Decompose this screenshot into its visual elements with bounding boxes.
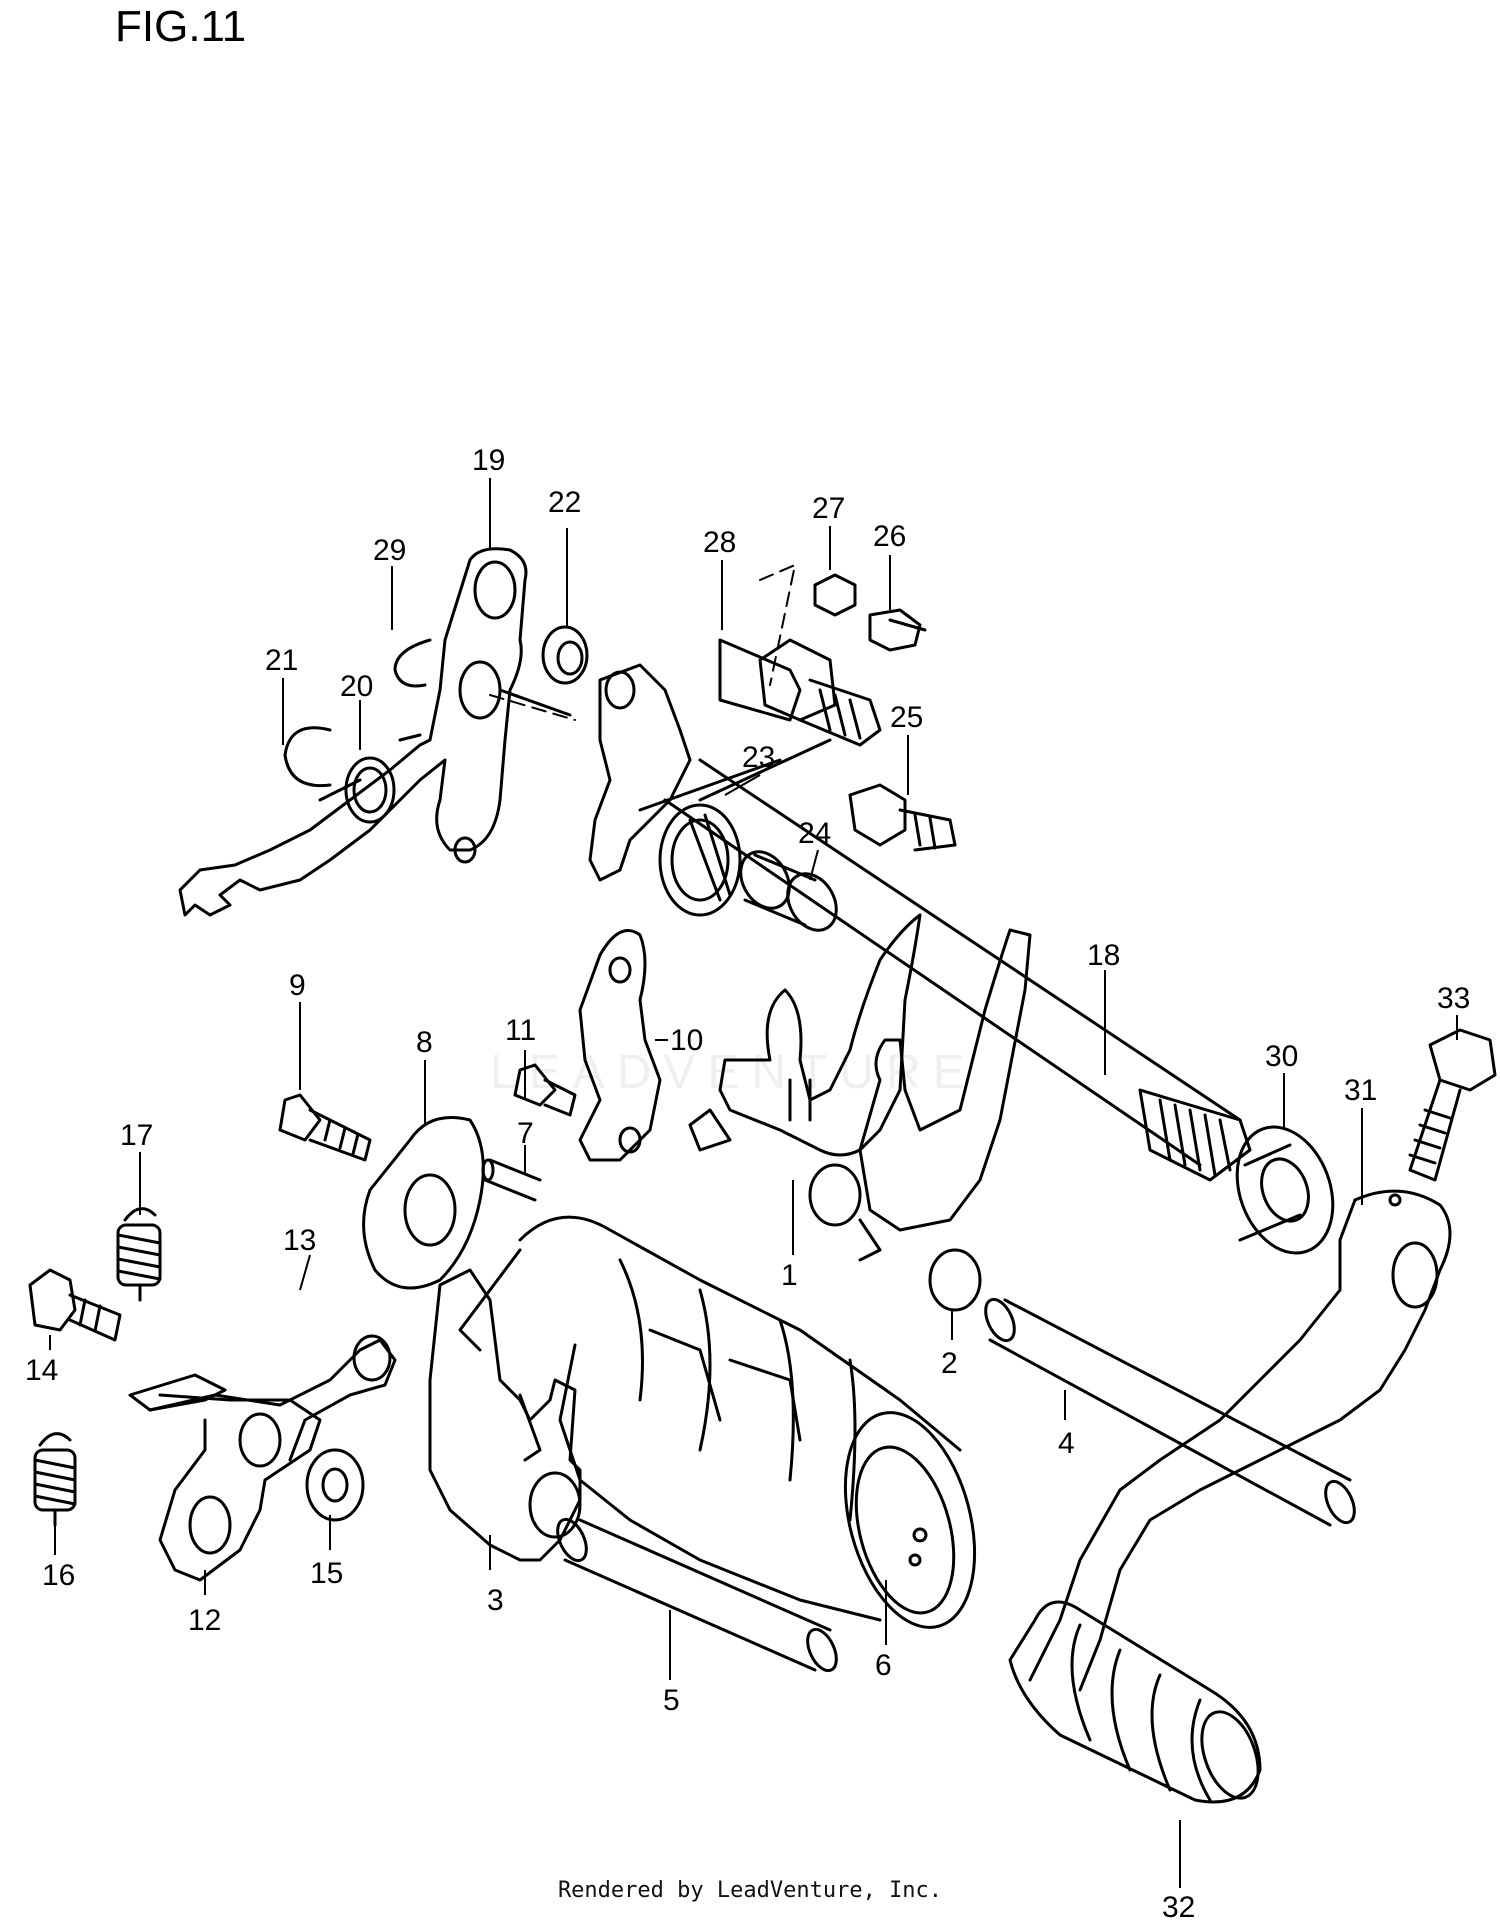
- callout-22: 22: [548, 486, 581, 519]
- part-bolt-25: [850, 785, 955, 850]
- callout-30: 30: [1265, 1040, 1298, 1073]
- part-sleeve: [731, 843, 846, 939]
- callout-29: 29: [373, 534, 406, 567]
- part-arm-13: [150, 1336, 395, 1466]
- footer-credit: Rendered by LeadVenture, Inc.: [557, 1878, 943, 1903]
- part-shift-lever: [1030, 1191, 1450, 1690]
- callout-15: 15: [310, 1557, 343, 1590]
- callout-7: 7: [517, 1117, 534, 1150]
- part-bolt-33: [1410, 1030, 1495, 1180]
- callout-23: 23: [742, 741, 775, 774]
- callout-33: 33: [1437, 982, 1470, 1015]
- callout-10: 10: [670, 1024, 703, 1057]
- callout-25: 25: [890, 701, 923, 734]
- callout-labels: 1 2 3 4 5 6 7 8 9 10 11 12 13 14 15 16 1…: [25, 444, 1470, 1923]
- part-bolt-26: [870, 610, 925, 650]
- callout-13: 13: [283, 1224, 316, 1257]
- watermark-text: LEADVENTURE: [490, 1046, 977, 1099]
- callout-1: 1: [781, 1259, 798, 1292]
- part-lever-grip: [1010, 1602, 1269, 1806]
- callout-3: 3: [487, 1584, 504, 1617]
- callout-21: 21: [265, 644, 298, 677]
- callout-27: 27: [812, 492, 845, 525]
- part-cam-plate: [364, 1118, 484, 1289]
- part-arm-spring: [320, 735, 420, 822]
- callout-32: 32: [1162, 1891, 1195, 1923]
- part-circlip-29: [395, 640, 430, 686]
- part-washer-15: [307, 1450, 363, 1520]
- part-bearing-30: [1220, 1114, 1349, 1267]
- part-cam-stopper: [590, 665, 830, 915]
- part-shift-shaft: [665, 760, 1250, 1180]
- callout-14: 14: [25, 1354, 58, 1387]
- callout-6: 6: [875, 1649, 892, 1682]
- part-shift-fork-2: [860, 930, 1030, 1310]
- callout-26: 26: [873, 520, 906, 553]
- callout-4: 4: [1058, 1427, 1075, 1460]
- callout-12: 12: [188, 1604, 221, 1637]
- part-washer-22: [543, 627, 587, 683]
- callout-5: 5: [663, 1684, 680, 1717]
- part-stopper-bolt: [720, 640, 880, 745]
- part-bolt-14: [30, 1270, 120, 1340]
- part-spring-16: [35, 1434, 75, 1525]
- part-shift-arm-lever: [180, 549, 570, 915]
- part-shaft-4: [980, 1295, 1360, 1527]
- part-shift-fork-3: [430, 1270, 580, 1560]
- part-stopper-arm-12: [130, 1375, 320, 1580]
- callout-18: 18: [1087, 939, 1120, 972]
- callout-2: 2: [941, 1347, 958, 1380]
- part-pin-7: [483, 1160, 540, 1200]
- part-nut-27: [815, 575, 855, 615]
- callout-11: 11: [505, 1014, 536, 1047]
- callout-20: 20: [340, 670, 373, 703]
- callout-9: 9: [289, 969, 306, 1002]
- part-shift-cam-drum: [460, 1217, 996, 1642]
- leader-lines: [49, 478, 1458, 1888]
- callout-24: 24: [798, 817, 831, 850]
- part-screw-9: [280, 1095, 370, 1160]
- callout-31: 31: [1344, 1074, 1377, 1107]
- callout-28: 28: [703, 526, 736, 559]
- callout-16: 16: [42, 1559, 75, 1592]
- part-shaft-5: [552, 1515, 842, 1675]
- assembly-guide-lines: [489, 564, 796, 721]
- part-circlip-21: [285, 728, 330, 786]
- part-screw-11: [515, 1065, 575, 1115]
- callout-8: 8: [416, 1026, 433, 1059]
- part-shift-fork-1: [690, 915, 920, 1225]
- part-plate-10: [580, 931, 660, 1161]
- callout-17: 17: [120, 1119, 153, 1152]
- figure-title: FIG.11: [115, 2, 247, 51]
- callout-19: 19: [472, 444, 505, 477]
- part-spring-17: [118, 1209, 160, 1300]
